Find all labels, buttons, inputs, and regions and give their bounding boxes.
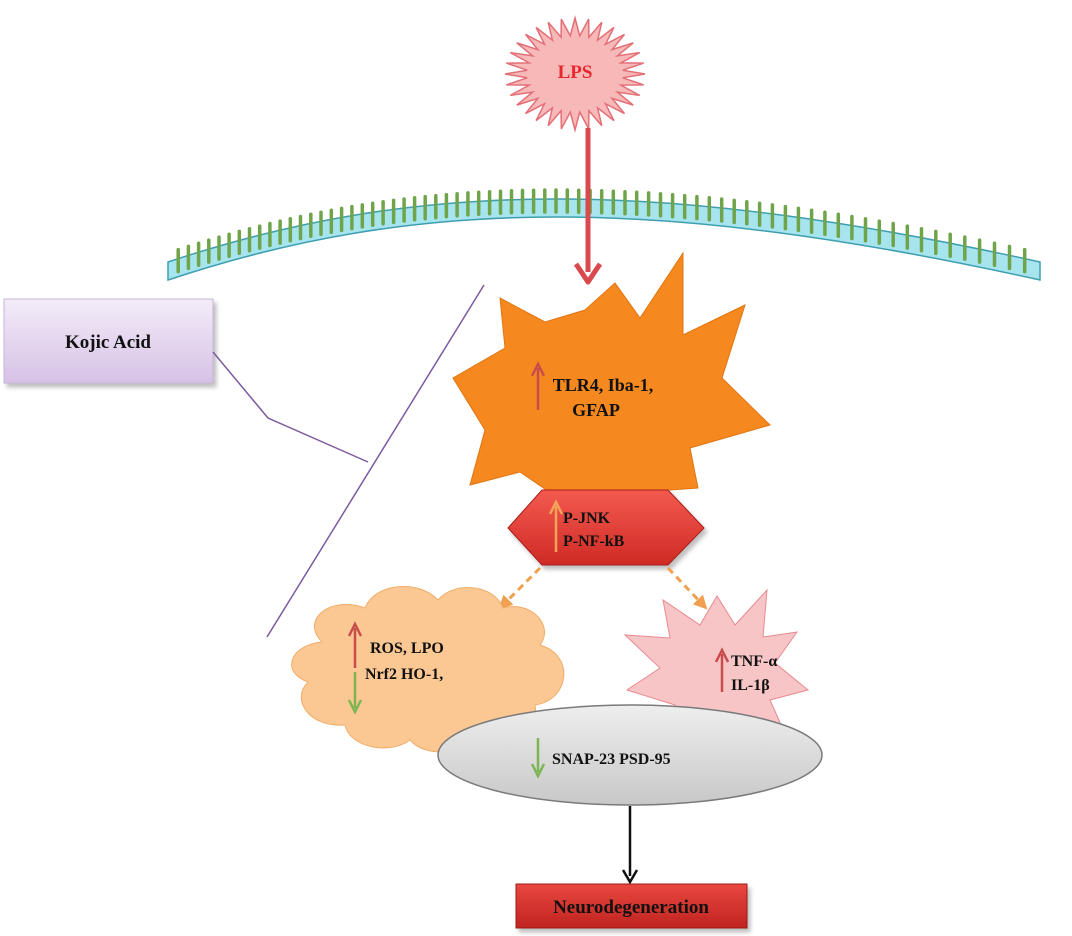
- kinase-line2: P-NF-kB: [563, 533, 625, 550]
- microglia-activation-node: TLR4, Iba-1, GFAP: [452, 251, 771, 531]
- outcome-label: Neurodegeneration: [553, 897, 709, 918]
- lps-burst-shape: [504, 15, 646, 133]
- microglia-line2: GFAP: [572, 400, 620, 420]
- cell-membrane: [167, 188, 1041, 282]
- outcome-box: [515, 883, 748, 929]
- outcome-arrowhead: [621, 869, 639, 885]
- ros-up-arrowhead: [347, 621, 363, 637]
- membrane-receptors: [176, 188, 1027, 274]
- kinase-to-cytokine-arrow: [666, 566, 708, 610]
- outcome-node: Neurodegeneration: [515, 883, 748, 929]
- oxidative-line1: ROS, LPO: [370, 640, 444, 657]
- synaptic-node: SNAP-23 PSD-95: [437, 704, 823, 806]
- kojic-acid-label: Kojic Acid: [65, 332, 151, 353]
- kojic-acid-inhibition-bar: [266, 284, 485, 638]
- synaptic-ellipse: [437, 704, 823, 806]
- kinase-node: P-JNK P-NF-kB: [507, 489, 705, 566]
- kinase-up-arrowhead: [548, 499, 564, 515]
- microglia-burst-shape: [452, 251, 771, 531]
- nrf2-down-arrowhead: [347, 699, 363, 715]
- microglia-line1: TLR4, Iba-1,: [553, 375, 654, 395]
- synaptic-down-arrowhead: [530, 763, 546, 779]
- kinase-hexagon: [507, 489, 705, 566]
- lps-label: LPS: [558, 62, 593, 83]
- kojic-acid-connector: [212, 351, 369, 463]
- cytokine-line1: TNF-α: [731, 653, 777, 670]
- oxidative-stress-node: ROS, LPO Nrf2 HO-1,: [291, 586, 565, 753]
- kojic-acid-box: [3, 298, 214, 384]
- tlr4-up-arrowhead: [530, 361, 546, 377]
- cytokine-line2: IL-1β: [731, 677, 770, 694]
- synaptic-label: SNAP-23 PSD-95: [552, 751, 671, 768]
- cytokine-up-arrowhead: [714, 647, 730, 663]
- oxidative-line2: Nrf2 HO-1,: [365, 666, 443, 683]
- kojic-acid-node: Kojic Acid: [3, 298, 214, 384]
- kinase-to-oxidative-arrow: [498, 566, 542, 610]
- kinase-line1: P-JNK: [563, 510, 611, 527]
- lps-node: LPS: [504, 15, 646, 133]
- lps-arrowhead: [573, 262, 603, 285]
- oxidative-cloud-shape: [291, 586, 565, 753]
